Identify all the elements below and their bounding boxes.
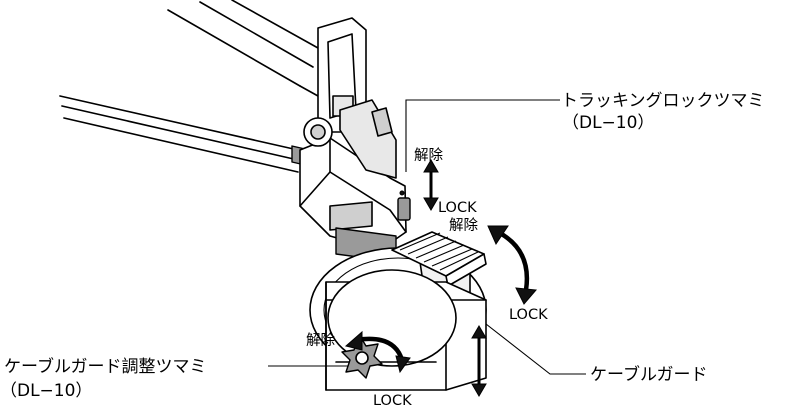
text-release-1: 解除 — [414, 147, 443, 164]
text-release-2: 解除 — [449, 217, 478, 234]
tonearm-pipes — [167, 0, 319, 97]
label-tracking-lock-model: （DL−10） — [562, 113, 654, 133]
cable-guard-adjust-knob — [341, 335, 383, 379]
label-cable-guard-knob-model: （DL−10） — [0, 381, 92, 401]
text-lock-3: LOCK — [373, 393, 412, 406]
arrow-cable-guard-vertical — [471, 325, 487, 397]
arm-lifter-body — [299, 17, 411, 263]
text-lock-2: LOCK — [509, 307, 548, 323]
lock-lever — [391, 231, 487, 287]
label-tracking-lock-knob: トラッキングロックツマミ — [561, 91, 765, 111]
label-cable-guard-knob: ケーブルガード調整ツマミ — [4, 356, 206, 377]
arm-rest-base — [59, 95, 319, 173]
leader-lines — [268, 99, 586, 375]
arrow-knob-curved — [344, 330, 411, 374]
text-lock-1: LOCK — [438, 200, 477, 216]
label-cable-guard: ケーブルガード — [590, 364, 707, 385]
arrow-tracking-lock — [423, 159, 439, 211]
arrow-lever-curved — [487, 225, 538, 305]
text-release-3: 解除 — [306, 332, 335, 349]
